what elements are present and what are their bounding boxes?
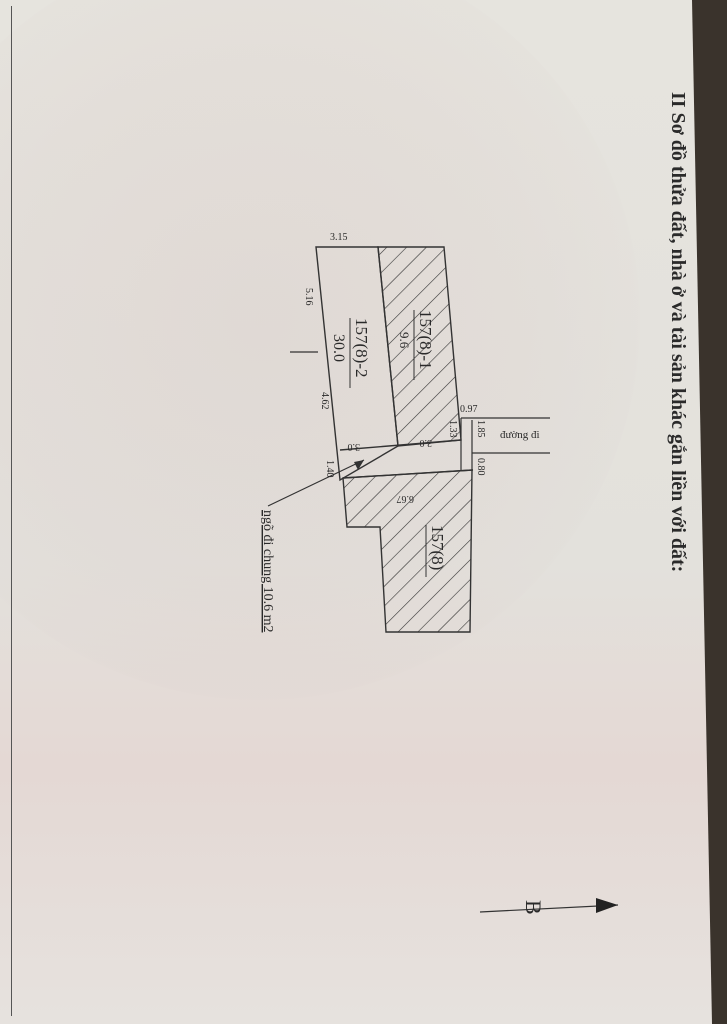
dim-097: 0.97 xyxy=(460,404,478,415)
dim-top: 3.15 xyxy=(330,232,348,243)
dim-185: 1.85 xyxy=(475,420,486,438)
dim-667: 6.67 xyxy=(397,493,415,504)
dim-lane-b: 3.0 xyxy=(420,437,433,448)
parcel-area-157-8-1: 9.6 xyxy=(397,332,412,349)
dim-left-lower: 4.62 xyxy=(319,392,330,410)
watermark-emblem xyxy=(0,0,640,700)
parcel-157-8 xyxy=(342,469,473,633)
margin-line xyxy=(11,6,12,1016)
section-title: II Sơ đồ thửa đất, nhà ở và tài sản khác… xyxy=(667,92,689,572)
dim-080: 0.80 xyxy=(475,458,486,476)
shared-lane-label: ngõ đi chung 10.6 m2 xyxy=(260,510,275,633)
north-label: B xyxy=(521,900,546,915)
dim-junction: 1.40 xyxy=(324,460,335,478)
paper xyxy=(0,0,712,1024)
parcel-label-157-8: 157(8) xyxy=(428,525,447,570)
dim-lane-a: 3.0 xyxy=(348,441,361,452)
parcel-label-157-8-2: 157(8)-2 xyxy=(352,318,371,377)
road-label: đường đi xyxy=(500,429,540,441)
parcel-label-157-8-1: 157(8)-1 xyxy=(416,310,435,369)
dim-133: 1.33 xyxy=(447,420,458,438)
parcel-area-157-8-2: 30.0 xyxy=(330,334,347,362)
north-arrow-line xyxy=(479,904,619,913)
dim-left-upper: 5.16 xyxy=(303,288,314,306)
north-arrow-icon xyxy=(596,898,618,913)
